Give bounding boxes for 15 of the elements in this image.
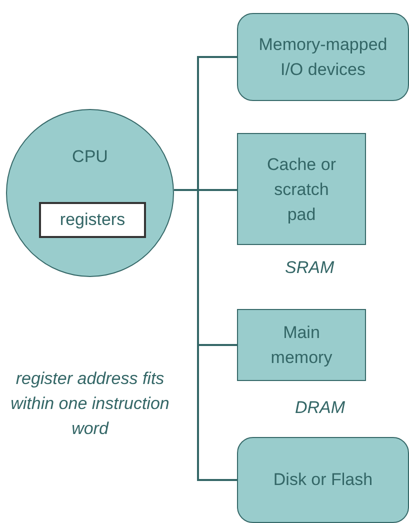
node-label: Main memory [270, 322, 334, 369]
node-label: Cache or scratch pad [266, 154, 337, 226]
cache-box [237, 133, 366, 245]
storage-box [237, 437, 409, 523]
memory-box [237, 309, 366, 381]
node-label: CPU [71, 146, 109, 168]
memory-type-label: DRAM [295, 397, 346, 419]
note-text: register address fits within one instruction word [10, 368, 170, 440]
registers-box [39, 202, 146, 238]
memory-type-label: SRAM [285, 257, 334, 279]
node-label: registers [60, 209, 126, 232]
node-label: Disk or Flash [273, 469, 373, 492]
device-box [237, 13, 409, 101]
node-label: Memory-mapped I/O devices [258, 34, 388, 81]
bus-line [174, 189, 237, 481]
